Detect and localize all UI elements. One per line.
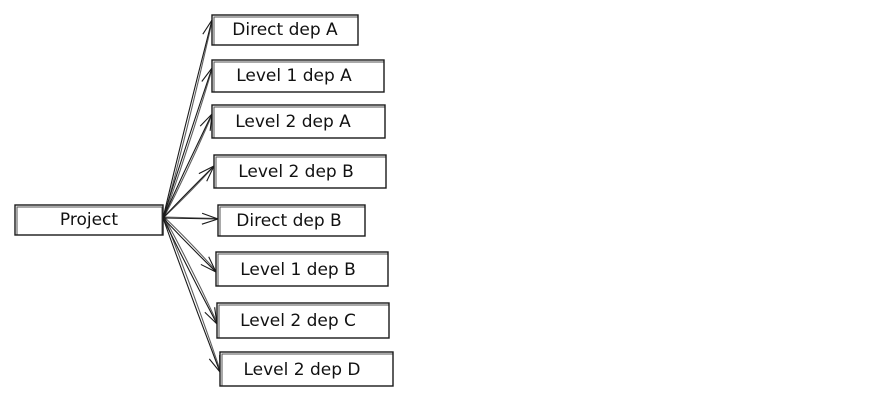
node-level-2-dep-b: Level 2 dep B — [213, 154, 387, 189]
edge-project-to-child-6 — [162, 216, 219, 326]
edge-project-to-child-7 — [162, 216, 222, 374]
node-level-2-dep-a-label: Level 2 dep A — [235, 112, 351, 132]
node-level-1-dep-a-label: Level 1 dep A — [236, 66, 352, 86]
edge-project-to-child-5 — [162, 216, 218, 274]
node-level-2-dep-a: Level 2 dep A — [211, 104, 386, 139]
node-level-1-dep-b-label: Level 1 dep B — [240, 260, 356, 280]
node-level-1-dep-b: Level 1 dep B — [215, 251, 389, 287]
edge-project-to-child-2 — [162, 112, 214, 219]
node-level-2-dep-d-label: Level 2 dep D — [243, 360, 360, 380]
node-direct-dep-a: Direct dep A — [211, 14, 359, 46]
edge-project-to-child-4 — [162, 212, 220, 225]
node-level-2-dep-b-label: Level 2 dep B — [238, 162, 354, 182]
node-direct-dep-b-label: Direct dep B — [236, 211, 341, 231]
node-level-2-dep-c-label: Level 2 dep C — [240, 311, 356, 331]
node-project-label: Project — [60, 210, 118, 230]
node-level-1-dep-a: Level 1 dep A — [211, 59, 385, 93]
node-direct-dep-b: Direct dep B — [217, 204, 366, 237]
edge-project-to-child-1 — [162, 66, 214, 219]
edge-project-to-child-0 — [162, 18, 215, 219]
node-direct-dep-a-label: Direct dep A — [232, 20, 338, 40]
node-level-2-dep-d: Level 2 dep D — [219, 351, 394, 387]
node-level-2-dep-c: Level 2 dep C — [216, 302, 390, 339]
node-project: Project — [14, 204, 164, 236]
